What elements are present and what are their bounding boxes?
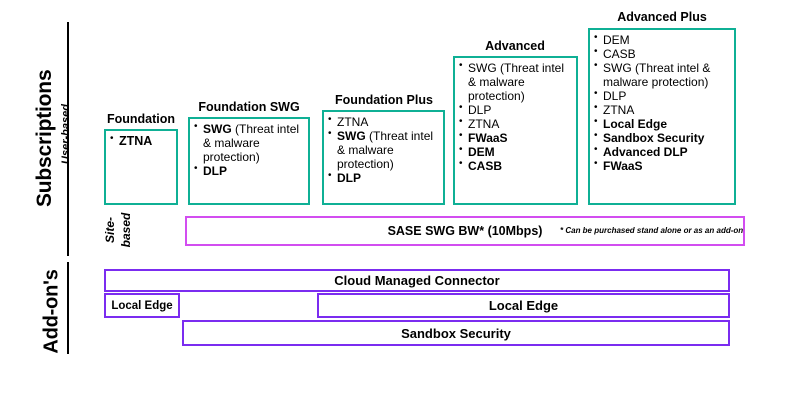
tier-title-advanced-plus: Advanced Plus <box>617 10 707 24</box>
list-item: CASB <box>459 158 573 174</box>
tier-item-suffix: (Threat intel & malware protection) <box>203 122 300 165</box>
list-item: DLP <box>194 163 305 179</box>
tier-item-label: FWaaS <box>603 159 643 174</box>
tier-item-label: SWG <box>203 122 232 136</box>
tier-item-label: SWG <box>337 129 366 144</box>
tier-item-label: SWG (Threat intel & malware protection) <box>468 61 565 104</box>
tier-title-foundation: Foundation <box>106 112 176 126</box>
list-item: ZTNA <box>328 114 440 129</box>
tier-item-label: DEM <box>468 145 495 160</box>
list-item: Advanced DLP <box>594 144 731 160</box>
tier-list-foundation: ZTNA <box>106 131 176 149</box>
tier-item-label: ZTNA <box>468 117 500 132</box>
tier-list-advanced-plus: DEM CASB SWG (Threat intel & malware pro… <box>590 30 734 173</box>
tier-title-foundation-plus: Foundation Plus <box>335 93 433 107</box>
site-based-line-1: Site- <box>103 217 117 244</box>
tier-item-suffix: (Threat intel & malware protection) <box>337 129 434 172</box>
list-item: DEM <box>459 144 573 160</box>
tier-item-label: CASB <box>468 159 503 174</box>
tier-item-label: CASB <box>603 47 636 62</box>
addon-label-local-edge-small: Local Edge <box>111 299 173 312</box>
tier-card-advanced-plus[interactable]: DEM CASB SWG (Threat intel & malware pro… <box>588 28 736 205</box>
addon-bar-local-edge-wide[interactable]: Local Edge <box>317 293 730 318</box>
tier-list-advanced: SWG (Threat intel & malware protection) … <box>455 58 576 173</box>
tier-item-label: Sandbox Security <box>603 131 705 146</box>
tier-item-label: ZTNA <box>337 115 369 129</box>
subscriptions-axis-label: Subscriptions <box>33 69 56 207</box>
user-based-axis-label: User-based <box>60 104 72 164</box>
tier-item-label: ZTNA <box>603 103 635 118</box>
addon-label-cloud-managed-connector: Cloud Managed Connector <box>334 273 500 288</box>
list-item: CASB <box>594 46 731 62</box>
list-item: DLP <box>594 88 731 104</box>
addon-bar-local-edge-small[interactable]: Local Edge <box>104 293 180 318</box>
addon-label-sandbox-security: Sandbox Security <box>401 325 511 341</box>
addon-bar-sandbox-security[interactable]: Sandbox Security <box>182 320 730 346</box>
sase-swg-bw-label: SASE SWG BW* (10Mbps) <box>387 224 543 238</box>
tier-title-foundation-swg: Foundation SWG <box>198 100 300 114</box>
addons-axis-rule <box>67 262 69 354</box>
tier-card-foundation-plus[interactable]: ZTNA SWG (Threat intel & malware protect… <box>322 110 445 205</box>
list-item: SWG (Threat intel & malware protection) <box>459 60 573 104</box>
subscriptions-axis-rule <box>67 22 69 256</box>
list-item: ZTNA <box>459 116 573 132</box>
tier-list-foundation-plus: ZTNA SWG (Threat intel & malware protect… <box>324 112 443 185</box>
list-item: DLP <box>328 170 440 186</box>
tier-card-foundation-swg[interactable]: SWG (Threat intel & malware protection) … <box>188 117 310 205</box>
tier-item-label: DEM <box>603 33 630 47</box>
sase-swg-bw-bar[interactable]: SASE SWG BW* (10Mbps) <box>185 216 745 246</box>
tier-card-advanced[interactable]: SWG (Threat intel & malware protection) … <box>453 56 578 205</box>
list-item: SWG (Threat intel & malware protection) <box>328 128 440 172</box>
tier-item-label: DLP <box>203 164 227 179</box>
site-based-axis-label: Site- based <box>88 205 168 265</box>
tier-item-label: DLP <box>603 89 627 104</box>
list-item: Sandbox Security <box>594 130 731 146</box>
list-item: SWG (Threat intel & malware protection) <box>194 121 305 165</box>
list-item: SWG (Threat intel & malware protection) <box>594 60 731 90</box>
tier-item-label: FWaaS <box>468 131 508 146</box>
tier-item-label: DLP <box>468 103 492 118</box>
site-based-line-2: based <box>119 212 133 248</box>
tier-item-label: DLP <box>337 171 361 186</box>
addons-axis-label: Add-on's <box>40 269 63 354</box>
tier-title-advanced: Advanced <box>485 39 545 53</box>
list-item: DEM <box>594 32 731 47</box>
list-item: FWaaS <box>459 130 573 146</box>
list-item: FWaaS <box>594 158 731 174</box>
tier-item-label: ZTNA <box>119 134 153 148</box>
list-item: ZTNA <box>594 102 731 118</box>
tier-list-foundation-swg: SWG (Threat intel & malware protection) … <box>190 119 308 178</box>
addon-bar-cloud-managed-connector[interactable]: Cloud Managed Connector <box>104 269 730 292</box>
tier-item-label: Local Edge <box>603 117 668 132</box>
addon-label-local-edge-wide: Local Edge <box>488 298 559 313</box>
list-item: Local Edge <box>594 116 731 132</box>
tier-item-label: SWG (Threat intel & malware protection) <box>603 61 711 90</box>
list-item: ZTNA <box>110 133 173 149</box>
tier-card-foundation[interactable]: ZTNA <box>104 129 178 205</box>
sase-swg-bw-footnote: * Can be purchased stand alone or as an … <box>560 226 744 235</box>
tier-item-label: Advanced DLP <box>603 145 688 160</box>
list-item: DLP <box>459 102 573 118</box>
